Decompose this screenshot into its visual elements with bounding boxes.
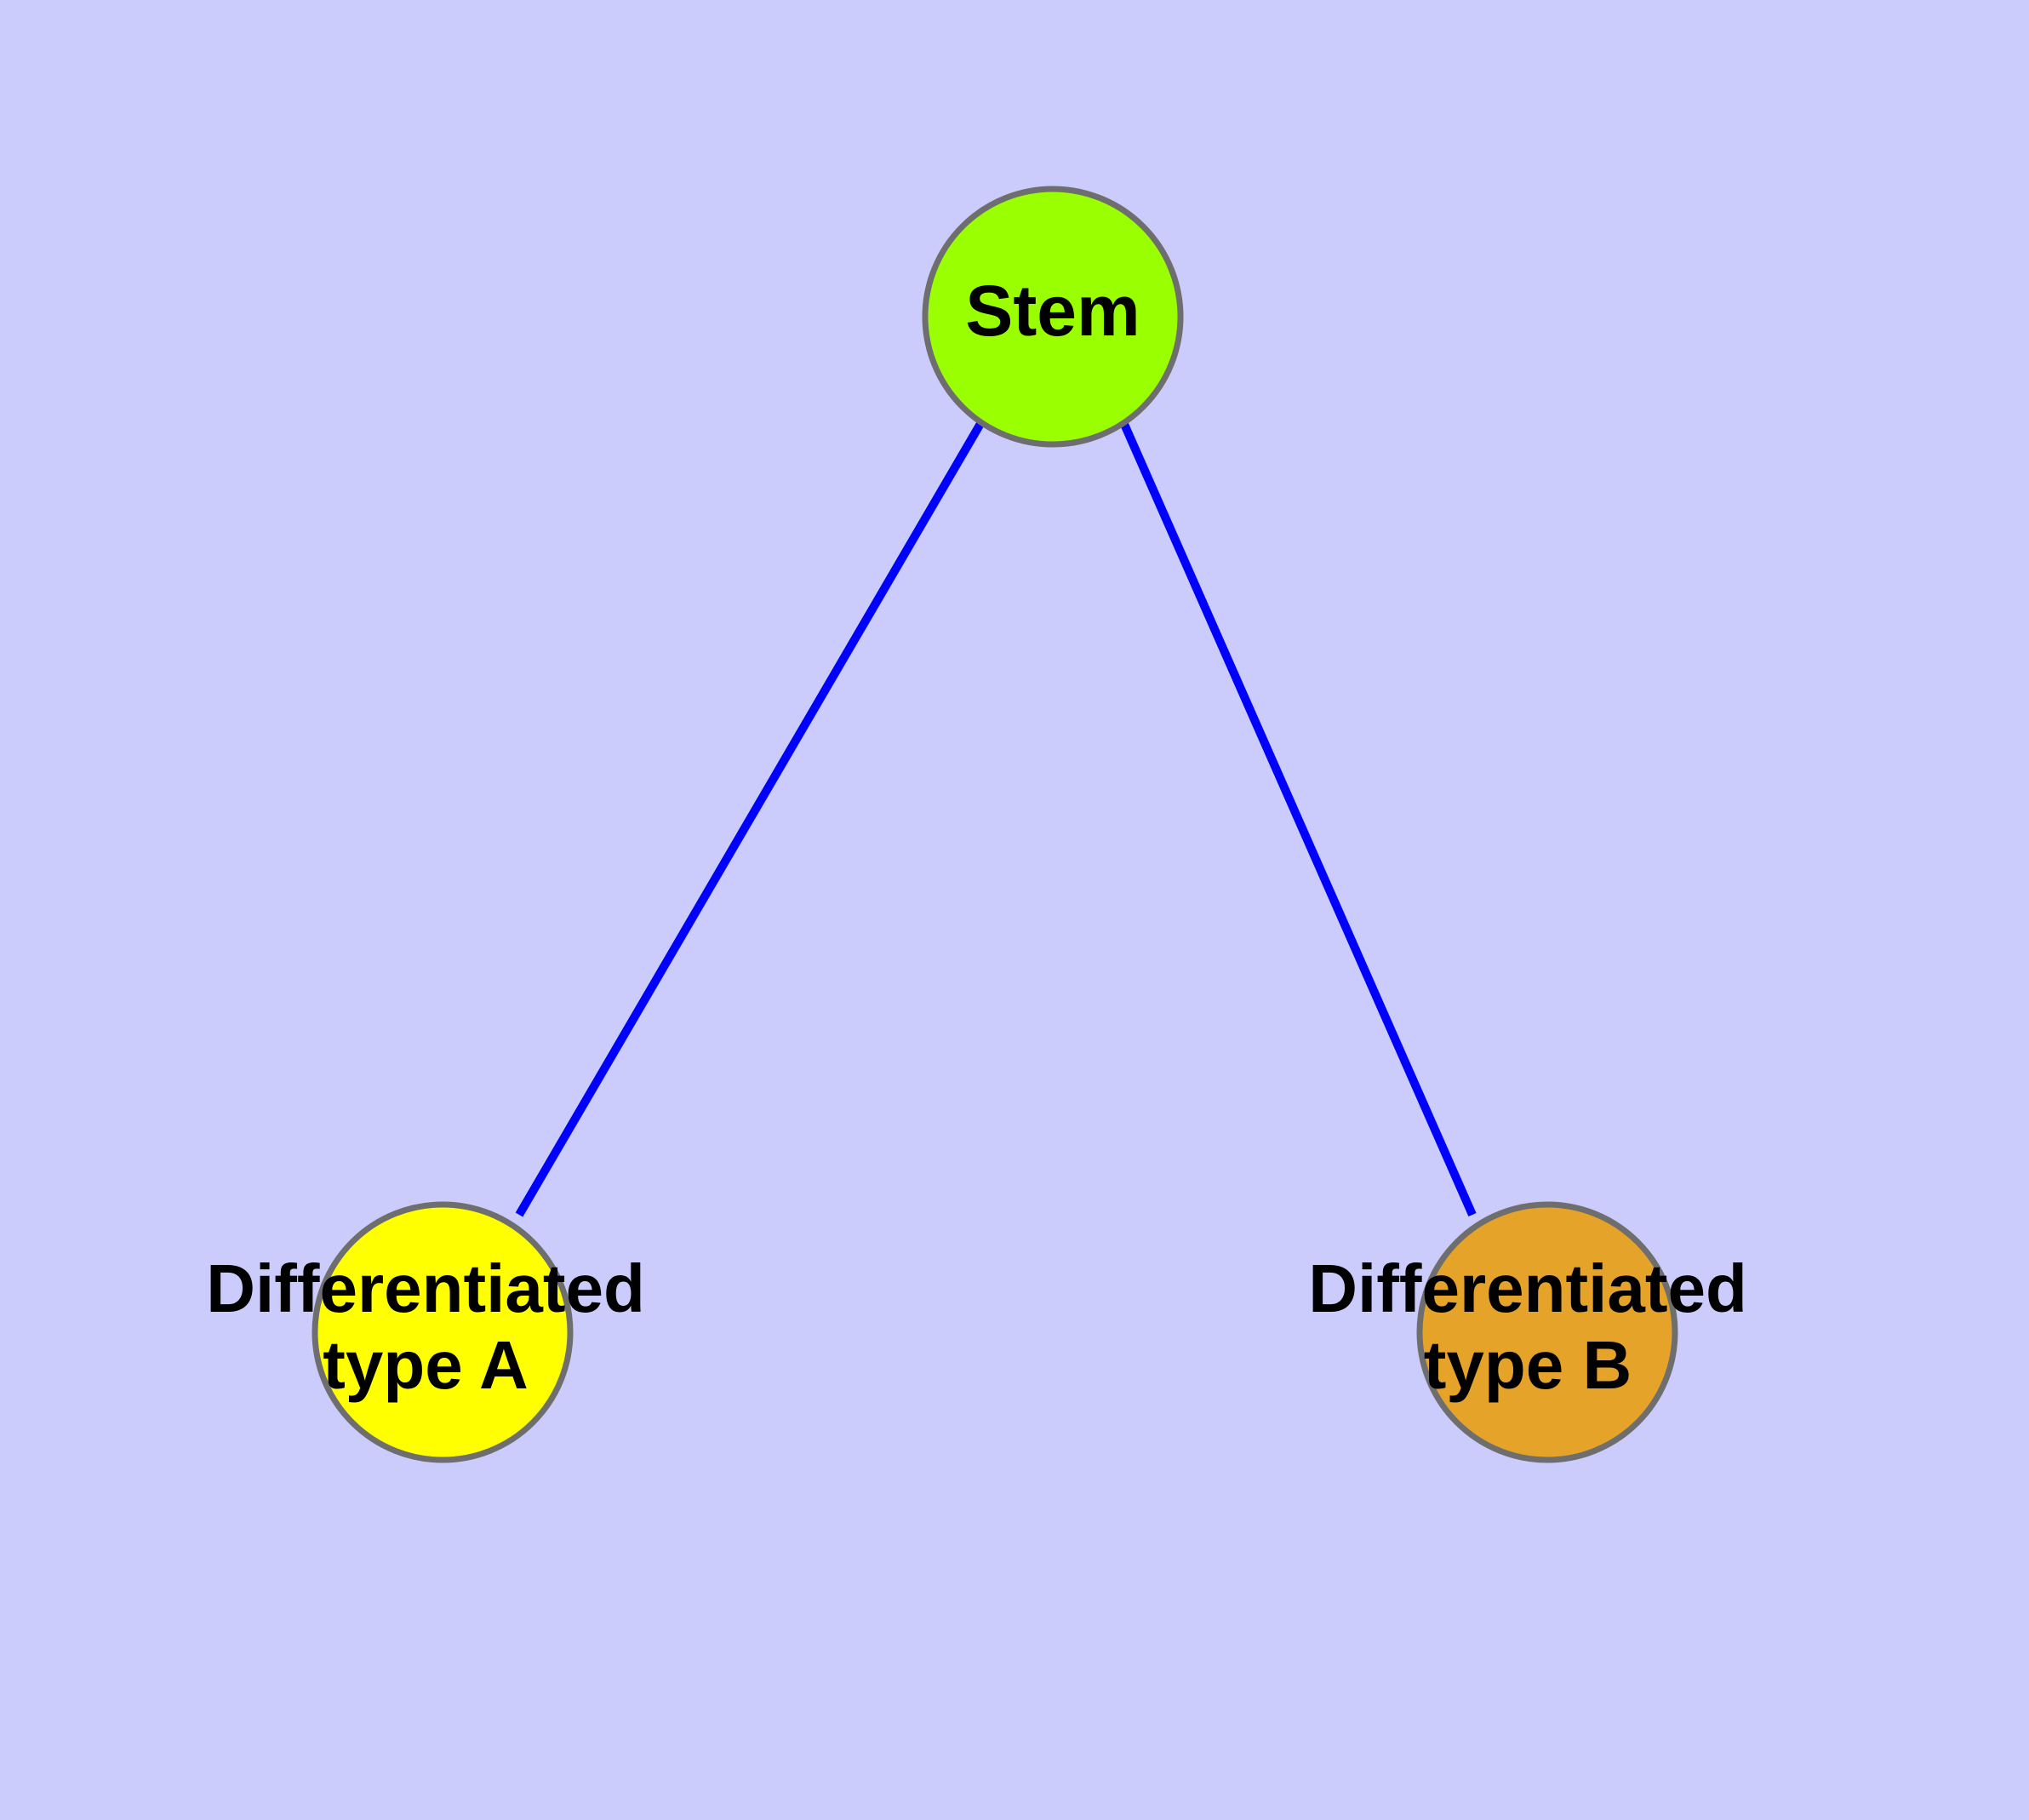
node-label-line: Differentiated bbox=[1308, 1251, 1747, 1326]
node-label-stem: Stem bbox=[965, 271, 1140, 351]
node-differentiated-type-a[interactable] bbox=[311, 1201, 574, 1463]
node-label-line: Stem bbox=[965, 271, 1140, 351]
node-stem[interactable] bbox=[922, 186, 1184, 448]
edge-stem-to-differentiated-type-a[interactable] bbox=[515, 420, 986, 1217]
node-group bbox=[311, 186, 1678, 1463]
node-label-line: type B bbox=[1424, 1327, 1632, 1403]
node-label-line: Differentiated bbox=[206, 1251, 645, 1326]
edge-stem-to-differentiated-type-b[interactable] bbox=[1119, 420, 1477, 1217]
node-label-line: type A bbox=[323, 1327, 529, 1403]
edge-group bbox=[515, 420, 1477, 1217]
node-differentiated-type-b[interactable] bbox=[1416, 1201, 1678, 1463]
